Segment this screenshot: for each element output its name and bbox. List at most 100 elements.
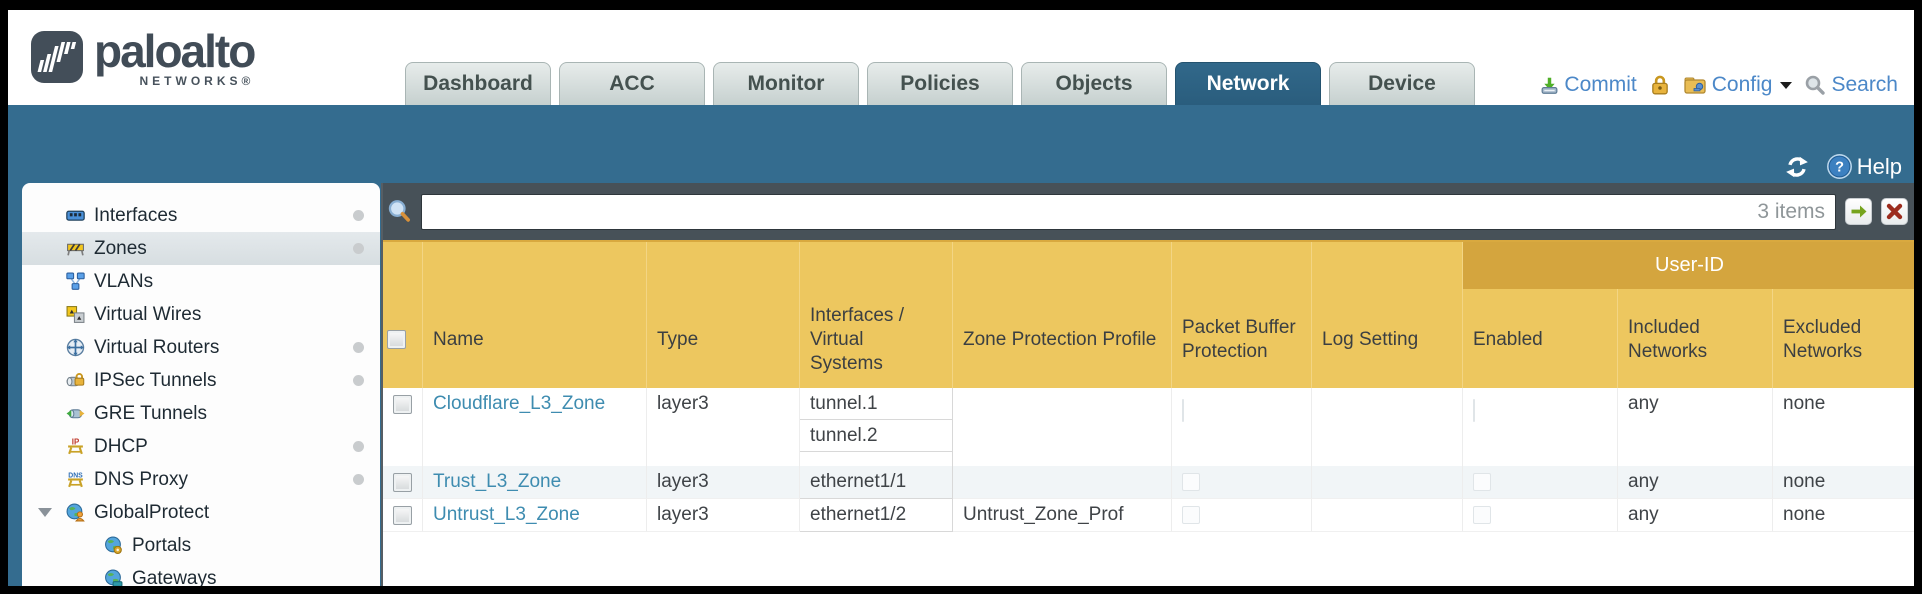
refresh-icon[interactable] bbox=[1784, 154, 1810, 180]
status-dot bbox=[353, 243, 364, 254]
status-dot bbox=[353, 375, 364, 386]
lock-icon[interactable] bbox=[1649, 74, 1671, 96]
expand-triangle-icon[interactable] bbox=[38, 508, 52, 517]
filter-search-icon[interactable] bbox=[387, 199, 412, 224]
interfaces-icon bbox=[66, 210, 85, 221]
sidebar-item-label: Gateways bbox=[132, 567, 217, 587]
column-header-excluded-networks[interactable]: Excluded Networks bbox=[1783, 316, 1863, 362]
tab-device[interactable]: Device bbox=[1329, 62, 1475, 105]
row-checkbox[interactable] bbox=[393, 505, 412, 525]
column-header-zone-protection-profile[interactable]: Zone Protection Profile bbox=[953, 242, 1172, 390]
sidebar-item-label: DNS Proxy bbox=[94, 468, 188, 490]
config-label: Config bbox=[1711, 73, 1773, 96]
sidebar-item-label: Virtual Routers bbox=[94, 336, 220, 358]
sidebar-item-gateways[interactable]: Gateways bbox=[22, 562, 380, 586]
globalprotect-icon bbox=[66, 503, 85, 522]
zone-protection-profile bbox=[953, 466, 1172, 499]
tab-dashboard[interactable]: Dashboard bbox=[405, 62, 551, 105]
column-header-interfaces[interactable]: Interfaces / Virtual Systems bbox=[800, 242, 953, 390]
user-id-enabled-checkbox[interactable] bbox=[1473, 505, 1491, 524]
zone-name-link[interactable]: Trust_L3_Zone bbox=[433, 471, 562, 492]
filter-input[interactable] bbox=[432, 200, 1758, 223]
sidebar-item-interfaces[interactable]: Interfaces bbox=[22, 199, 380, 232]
zone-name-link[interactable]: Cloudflare_L3_Zone bbox=[433, 393, 606, 414]
commit-icon bbox=[1541, 77, 1558, 94]
virtual-routers-icon bbox=[66, 338, 85, 357]
search-button[interactable]: Search bbox=[1804, 73, 1898, 97]
column-header-enabled[interactable]: Enabled bbox=[1463, 242, 1618, 390]
row-checkbox[interactable] bbox=[393, 395, 412, 414]
table-empty-area bbox=[383, 532, 1914, 586]
user-id-enabled-checkbox[interactable] bbox=[1473, 399, 1475, 422]
sidebar-item-zones[interactable]: Zones bbox=[22, 232, 380, 265]
sidebar-item-dns-proxy[interactable]: DNS DNS Proxy bbox=[22, 463, 380, 496]
sidebar-item-gre-tunnels[interactable]: GRE Tunnels bbox=[22, 397, 380, 430]
help-button[interactable]: ? Help bbox=[1826, 153, 1902, 180]
sidebar-item-vlans[interactable]: VLANs bbox=[22, 265, 380, 298]
svg-text:DNS: DNS bbox=[68, 472, 83, 479]
packet-buffer-protection-checkbox[interactable] bbox=[1182, 472, 1200, 491]
table-row[interactable]: Trust_L3_Zone layer3 ethernet1/1 any non… bbox=[383, 466, 1914, 499]
zone-type: layer3 bbox=[647, 499, 800, 532]
sidebar-item-dhcp[interactable]: IP DHCP bbox=[22, 430, 380, 463]
paloalto-logo-icon bbox=[31, 31, 83, 83]
included-networks: any bbox=[1618, 499, 1773, 532]
status-dot bbox=[353, 441, 364, 452]
sidebar-item-label: DHCP bbox=[94, 435, 148, 457]
column-header-name[interactable]: Name bbox=[423, 242, 647, 390]
sidebar-item-label: GlobalProtect bbox=[94, 501, 210, 523]
commit-label: Commit bbox=[1564, 73, 1637, 96]
column-header-type[interactable]: Type bbox=[647, 242, 800, 390]
tab-policies[interactable]: Policies bbox=[867, 62, 1013, 105]
commit-button[interactable]: Commit bbox=[1540, 73, 1637, 97]
packet-buffer-protection-checkbox[interactable] bbox=[1182, 399, 1184, 422]
sidebar-item-globalprotect[interactable]: GlobalProtect bbox=[22, 496, 380, 529]
user-id-enabled-checkbox[interactable] bbox=[1473, 472, 1491, 491]
row-checkbox[interactable] bbox=[393, 472, 412, 492]
tab-network[interactable]: Network bbox=[1175, 62, 1321, 105]
log-setting bbox=[1312, 499, 1463, 532]
sidebar-item-label: Zones bbox=[94, 237, 147, 259]
clear-filter-button[interactable] bbox=[1881, 198, 1908, 225]
dns-proxy-icon: DNS bbox=[68, 472, 83, 488]
zone-interface: ethernet1/1 bbox=[810, 471, 907, 492]
config-icon bbox=[1684, 77, 1706, 94]
zones-content-panel: 3 items Name Type Interfaces bbox=[381, 183, 1914, 586]
apply-filter-button[interactable] bbox=[1845, 198, 1872, 225]
sidebar-item-label: IPSec Tunnels bbox=[94, 369, 217, 391]
dhcp-icon: IP bbox=[68, 437, 83, 455]
sidebar-item-label: VLANs bbox=[94, 270, 154, 292]
tab-acc[interactable]: ACC bbox=[559, 62, 705, 105]
user-id-group-header: User-ID bbox=[1463, 242, 1914, 289]
sidebar-item-ipsec-tunnels[interactable]: IPSec Tunnels bbox=[22, 364, 380, 397]
paloalto-logo: paloalto NETWORKS® bbox=[30, 26, 256, 88]
excluded-networks: none bbox=[1783, 393, 1826, 414]
sidebar-item-portals[interactable]: Portals bbox=[22, 529, 380, 562]
help-label: Help bbox=[1856, 153, 1902, 179]
sidebar-item-virtual-routers[interactable]: Virtual Routers bbox=[22, 331, 380, 364]
packet-buffer-protection-checkbox[interactable] bbox=[1182, 505, 1200, 524]
main-nav-tabs: Dashboard ACC Monitor Policies Objects N… bbox=[405, 62, 1475, 105]
zone-name-link[interactable]: Untrust_L3_Zone bbox=[433, 504, 580, 525]
column-header-included-networks[interactable]: Included Networks bbox=[1618, 242, 1773, 390]
help-icon: ? bbox=[1826, 154, 1852, 179]
zone-interface: tunnel.2 bbox=[800, 420, 952, 452]
column-header-log-setting[interactable]: Log Setting bbox=[1312, 242, 1463, 390]
tab-objects[interactable]: Objects bbox=[1021, 62, 1167, 105]
zones-table-header: Name Type Interfaces / Virtual Systems Z… bbox=[383, 240, 1914, 390]
column-header-packet-buffer-protection[interactable]: Packet Buffer Protection bbox=[1172, 242, 1312, 390]
table-row[interactable]: Untrust_L3_Zone layer3 ethernet1/2 Untru… bbox=[383, 499, 1914, 532]
status-dot bbox=[353, 474, 364, 485]
table-row[interactable]: Cloudflare_L3_Zone layer3 tunnel.1 tunne… bbox=[383, 388, 1914, 466]
zone-type: layer3 bbox=[647, 388, 800, 466]
zone-protection-profile: Untrust_Zone_Prof bbox=[953, 499, 1172, 532]
select-all-checkbox[interactable] bbox=[387, 330, 406, 349]
tab-monitor[interactable]: Monitor bbox=[713, 62, 859, 105]
sidebar-item-virtual-wires[interactable]: Virtual Wires bbox=[22, 298, 380, 331]
config-dropdown[interactable]: Config bbox=[1683, 73, 1793, 97]
svg-text:?: ? bbox=[1835, 160, 1844, 176]
excluded-networks: none bbox=[1773, 466, 1914, 499]
sidebar-item-label: Portals bbox=[132, 534, 192, 556]
top-header-bar: paloalto NETWORKS® Dashboard ACC Monitor… bbox=[8, 10, 1914, 105]
vlans-icon bbox=[66, 272, 85, 290]
